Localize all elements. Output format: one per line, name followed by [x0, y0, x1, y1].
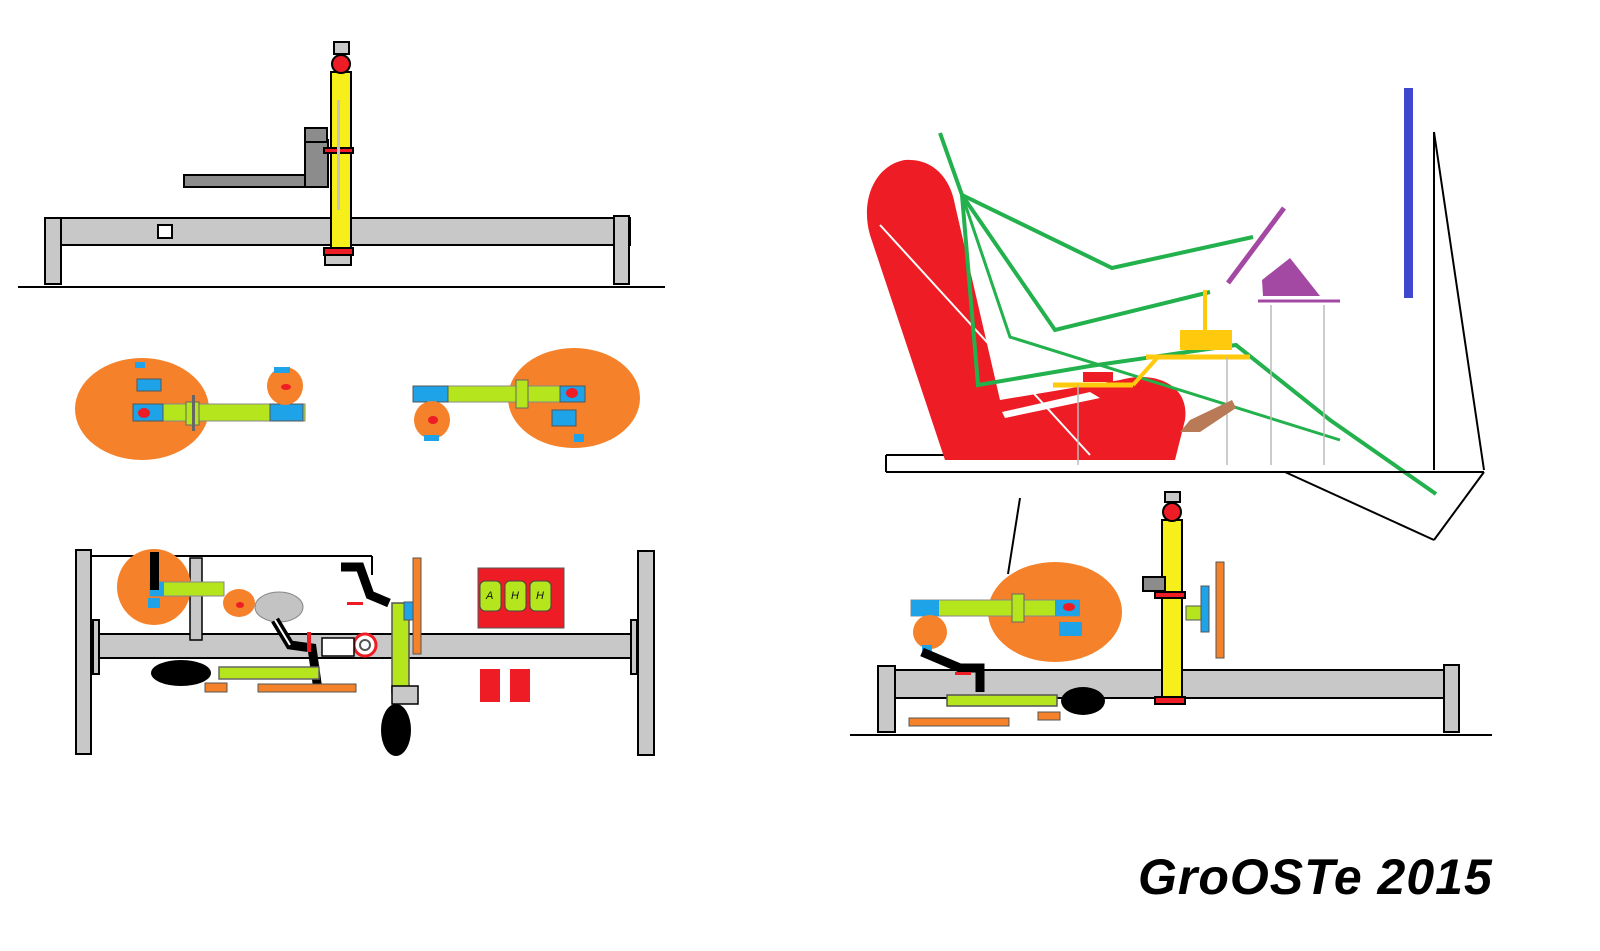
frame-post-right [637, 550, 655, 756]
panel-label-a: A [485, 590, 493, 602]
monitor [1404, 88, 1413, 298]
seat-side-view [866, 88, 1485, 541]
panel-label-h2: H [536, 590, 544, 602]
base-leg-left [44, 217, 62, 285]
steering-wheel [1225, 206, 1287, 285]
top-view-motors [75, 348, 640, 460]
rig-plan-view: A H H [75, 549, 655, 756]
column [330, 71, 352, 251]
panel-label-h1: H [511, 590, 519, 602]
rig-side-view [850, 491, 1492, 736]
column-cap [331, 54, 351, 74]
base-leg-right [613, 215, 630, 285]
base-bolt [157, 224, 173, 239]
side-view-top [18, 41, 665, 288]
gray-arm [183, 174, 315, 188]
author-signature: GroOSTe 2015 [1138, 849, 1493, 905]
frame-post-left [75, 549, 92, 755]
